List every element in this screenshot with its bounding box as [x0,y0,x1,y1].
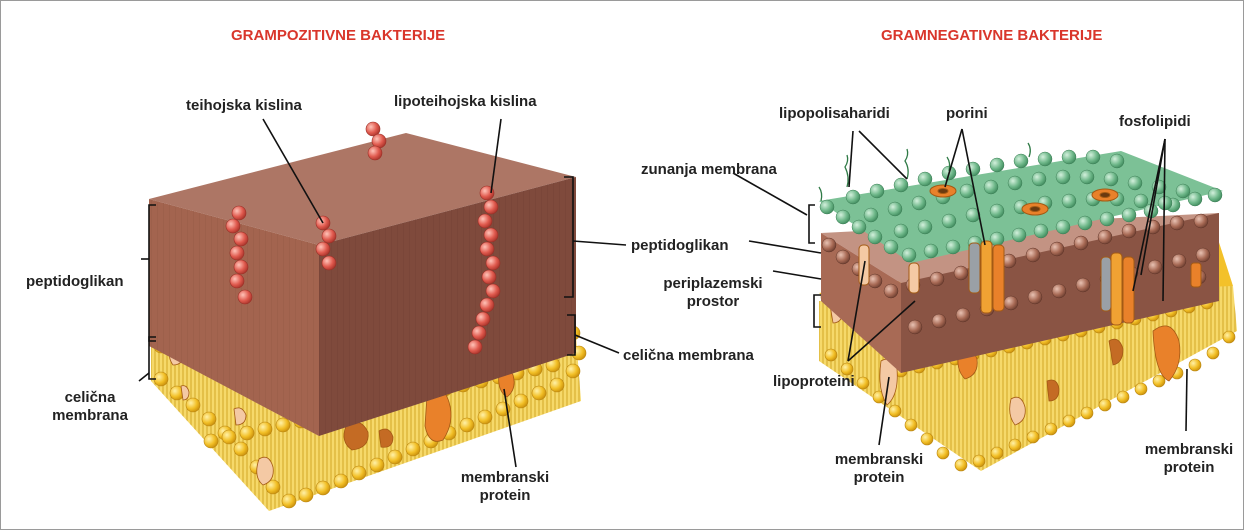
label-line: prostor [651,293,775,311]
label-membrane-protein-gram-positive: membranski protein [449,469,561,505]
label-line: protein [449,487,561,505]
label-porins: porini [946,105,988,123]
label-membrane-protein-gram-negative-left: membranski protein [823,451,935,487]
label-line: membranski [449,469,561,487]
label-line: membranski [1133,441,1244,459]
label-cell-membrane-gram-positive-right: celična membrana [623,347,754,365]
label-teichoic-acid: teihojska kislina [186,97,302,115]
label-line: membranski [823,451,935,469]
gram-positive-title: GRAMPOZITIVNE BAKTERIJE [231,27,445,45]
gram-negative-title: GRAMNEGATIVNE BAKTERIJE [881,27,1102,45]
label-peptidoglycan-gram-positive-left: peptidoglikan [26,273,124,291]
label-phospholipids: fosfolipidi [1119,113,1191,131]
label-line: membrana [45,407,135,425]
label-lipoproteins: lipoproteini [773,373,855,391]
label-peptidoglycan-gram-positive-right: peptidoglikan [631,237,729,255]
label-line: celična [45,389,135,407]
gram-positive-illustration [149,122,586,511]
label-lipoteichoic-acid: lipoteihojska kislina [394,93,537,111]
label-line: periplazemski [651,275,775,293]
label-outer-membrane: zunanja membrana [641,161,777,179]
label-lipopolysaccharides: lipopolisaharidi [779,105,890,123]
label-line: protein [823,469,935,487]
label-periplasmic-space: periplazemski prostor [651,275,775,311]
label-line: protein [1133,459,1244,477]
label-membrane-protein-gram-negative-right: membranski protein [1133,441,1244,477]
label-cell-membrane-gram-positive-left: celična membrana [45,389,135,425]
